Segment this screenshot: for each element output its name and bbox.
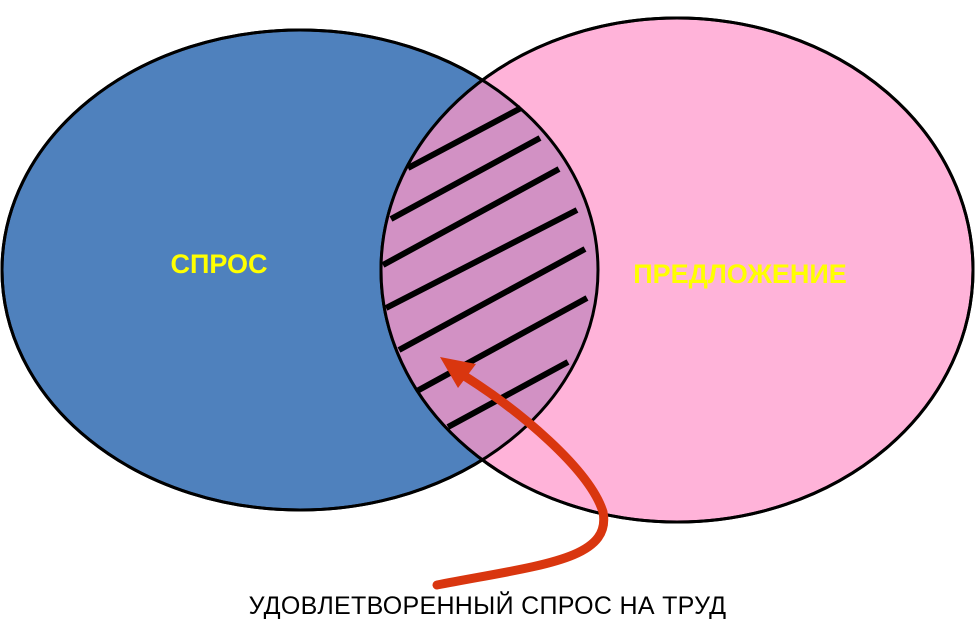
hatch-line [389, 135, 542, 222]
arrow-head-icon [440, 357, 476, 388]
demand-label: СПРОС [170, 249, 267, 279]
pointer-arrow [432, 357, 609, 590]
demand-set-outline [0, 28, 600, 512]
hatch-line [406, 105, 523, 171]
intersection-hatching [381, 105, 589, 430]
hatch-line [384, 207, 579, 311]
hatch-line [397, 246, 587, 353]
supply-set-outline [379, 16, 975, 524]
arrow-shaft [432, 367, 609, 590]
hatch-line [446, 359, 570, 430]
diagram-caption: УДОВЛЕТВОРЕННЫЙ СПРОС НА ТРУД [248, 592, 727, 620]
hatch-line [415, 295, 589, 394]
supply-label: ПРЕДЛОЖЕНИЕ [633, 259, 847, 289]
hatch-line [381, 166, 561, 268]
